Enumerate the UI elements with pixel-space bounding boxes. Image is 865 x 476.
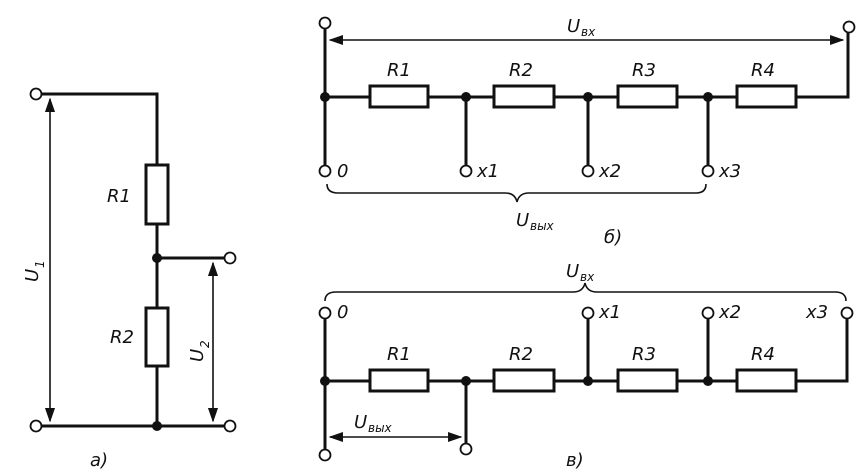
caption-a: а) bbox=[90, 450, 108, 471]
label-uin-c: U вх bbox=[566, 261, 595, 284]
label-uin-b: U вх bbox=[567, 16, 596, 39]
junction-dot bbox=[583, 92, 593, 102]
label-uout-c: U вых bbox=[354, 412, 393, 435]
label-uin-b-sub: вх bbox=[581, 25, 596, 39]
resistor-r2-b bbox=[492, 84, 556, 109]
junction-dot bbox=[583, 376, 593, 386]
label-uin-c-sub: вх bbox=[580, 270, 595, 284]
tap-terminal-x2 bbox=[701, 306, 715, 320]
label-uout-b-sub: вых bbox=[530, 219, 555, 233]
label-uin-b-main: U bbox=[567, 16, 580, 37]
tap-label-0-c: 0 bbox=[337, 302, 348, 323]
tap-label-x2-b: x2 bbox=[598, 161, 621, 182]
circuit-a-wires bbox=[38, 92, 232, 428]
input-terminal bbox=[29, 419, 43, 433]
label-r1-b: R1 bbox=[387, 60, 411, 81]
tap-terminal-0 bbox=[318, 164, 332, 178]
junction-dot bbox=[320, 92, 330, 102]
input-terminal bbox=[318, 16, 332, 30]
label-u2-sub: 2 bbox=[198, 340, 212, 348]
label-r2-a: R2 bbox=[110, 327, 134, 348]
label-u2: U 2 bbox=[187, 340, 212, 362]
label-r4-b: R4 bbox=[751, 60, 775, 81]
circuit-a: R1 R2 U 1 U 2 а) bbox=[22, 87, 237, 471]
label-r2-c: R2 bbox=[509, 344, 533, 365]
label-r2-b: R2 bbox=[509, 60, 533, 81]
tap-terminal-0 bbox=[318, 306, 332, 320]
label-u1-main: U bbox=[22, 269, 43, 282]
label-u1-sub: 1 bbox=[33, 260, 47, 268]
resistor-r1-a bbox=[144, 163, 170, 226]
tap-terminal-x3 bbox=[840, 306, 854, 320]
label-r3-c: R3 bbox=[632, 344, 656, 365]
uin-brace-c bbox=[324, 282, 847, 302]
junction-dot bbox=[703, 92, 713, 102]
tap-terminal-x1 bbox=[459, 164, 473, 178]
label-uout-b-main: U bbox=[516, 210, 529, 231]
tap-label-0-b: 0 bbox=[337, 161, 348, 182]
label-uout-b: U вых bbox=[516, 210, 555, 233]
label-u2-main: U bbox=[187, 349, 208, 362]
resistor-r4-c bbox=[735, 368, 798, 393]
caption-c: в) bbox=[566, 450, 584, 471]
resistor-r2-c bbox=[492, 368, 556, 393]
junction-dot bbox=[152, 253, 162, 263]
output-terminal bbox=[459, 442, 473, 456]
uout-brace-b bbox=[326, 183, 707, 203]
tap-terminal-x2 bbox=[581, 164, 595, 178]
resistor-r1-c bbox=[368, 368, 430, 393]
tap-label-x2-c: x2 bbox=[718, 302, 741, 323]
label-r1-a: R1 bbox=[107, 186, 131, 207]
tap-label-x1-c: x1 bbox=[598, 302, 621, 323]
tap-terminal-x1 bbox=[581, 306, 595, 320]
tap-label-x1-b: x1 bbox=[476, 161, 499, 182]
resistor-r3-c bbox=[616, 368, 679, 393]
input-terminal bbox=[842, 20, 856, 34]
junction-dot bbox=[703, 376, 713, 386]
resistor-r3-b bbox=[616, 84, 679, 109]
junction-dot bbox=[461, 376, 471, 386]
label-r1-c: R1 bbox=[387, 344, 411, 365]
junction-dot bbox=[320, 376, 330, 386]
label-u1: U 1 bbox=[22, 260, 47, 282]
resistor-r1-b bbox=[368, 84, 430, 109]
tap-terminal-x3 bbox=[701, 164, 715, 178]
caption-b: б) bbox=[604, 227, 622, 248]
label-uout-c-main: U bbox=[354, 412, 367, 433]
resistor-r2-a bbox=[144, 306, 170, 368]
output-terminal bbox=[223, 419, 237, 433]
input-terminal bbox=[29, 87, 43, 101]
circuit-b: R1 R2 R3 R4 0 x1 x2 x3 U вх U вых б) bbox=[318, 16, 856, 248]
junction-dot bbox=[152, 421, 162, 431]
tap-label-x3-c: x3 bbox=[805, 302, 828, 323]
tap-label-x3-b: x3 bbox=[718, 161, 741, 182]
label-r3-b: R3 bbox=[632, 60, 656, 81]
label-r4-c: R4 bbox=[751, 344, 775, 365]
output-terminal bbox=[318, 448, 332, 462]
junction-dot bbox=[461, 92, 471, 102]
resistor-r4-b bbox=[735, 84, 798, 109]
label-uin-c-main: U bbox=[566, 261, 579, 282]
label-uout-c-sub: вых bbox=[368, 421, 393, 435]
circuit-c: R1 R2 R3 R4 0 x1 x2 x3 U вх U вых в) bbox=[318, 261, 854, 471]
output-terminal bbox=[223, 251, 237, 265]
